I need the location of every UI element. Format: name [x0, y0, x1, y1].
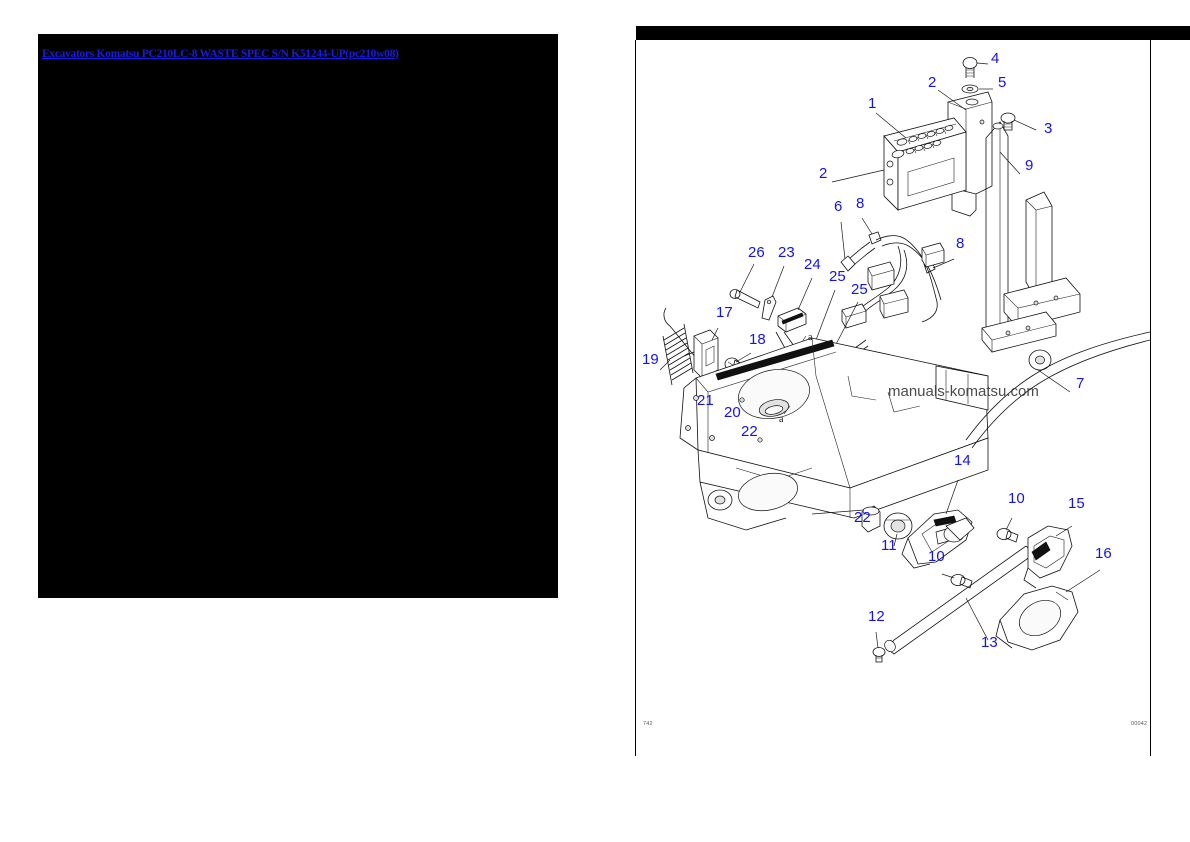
catalog-viewer-panel: Excavators Komatsu PC210LC-8 WASTE SPEC …	[38, 34, 558, 598]
callout-11: 11	[881, 537, 897, 554]
leader-17	[711, 327, 719, 341]
leader-26	[739, 263, 755, 293]
callout-26: 26	[748, 244, 765, 261]
console-switch-row-2	[891, 140, 942, 159]
diagram-border-left	[635, 40, 637, 756]
callout-5: 5	[998, 74, 1006, 91]
callout-1: 1	[868, 95, 876, 112]
part-17-bracket	[683, 329, 719, 379]
callout-9: 9	[1025, 157, 1033, 174]
callout-13: 13	[981, 634, 998, 651]
leader-18	[735, 352, 752, 363]
exploded-parts-drawing: manuals-komatsu.com 12234567889101011121…	[642, 50, 1150, 663]
part-7-hose	[965, 331, 1150, 449]
callout-19: 19	[642, 351, 659, 368]
callout-6: 6	[834, 198, 842, 215]
leader-22b	[811, 509, 865, 515]
part-22-bushing-b	[861, 505, 881, 533]
part-26-pin	[729, 289, 761, 309]
harness-connector-1	[867, 261, 895, 291]
callout-24: 24	[804, 256, 821, 273]
parts-diagram-panel: 742 00042	[632, 26, 1190, 758]
callout-number-layer: 1223456788910101112131415161718192021222…	[642, 50, 1112, 651]
part-3-bolt	[1000, 112, 1016, 131]
diagram-border-right	[1150, 40, 1152, 756]
part-15-pedal-pad	[1023, 525, 1073, 589]
harness-connector-2	[879, 289, 909, 319]
console-switch-row	[893, 123, 957, 146]
part-11-collar	[883, 512, 913, 540]
leader-8a	[861, 217, 873, 235]
part-13-shaft	[884, 517, 1035, 655]
leader-6	[840, 221, 846, 260]
leader-23	[771, 265, 785, 298]
part-6-hose	[840, 241, 876, 272]
callout-a: a	[808, 332, 813, 343]
callout-4: 4	[991, 50, 999, 67]
part-8-clamp-upper	[868, 231, 882, 245]
callout-21: 21	[697, 392, 714, 409]
callout-16: 16	[1095, 545, 1112, 562]
leader-24	[797, 277, 813, 311]
leader-12	[875, 631, 879, 649]
leader-10b	[941, 573, 955, 579]
leader-2-top	[937, 89, 967, 111]
diagram-corner-mark-left: 742	[643, 721, 653, 727]
part-16-pedal-pad	[995, 585, 1079, 651]
callout-22: 22	[741, 423, 758, 440]
callout-10: 10	[928, 548, 945, 565]
part-5-washer	[961, 84, 979, 94]
callout-12: 12	[868, 608, 885, 625]
leader-a-2	[783, 405, 791, 415]
part-1-control-console	[883, 117, 967, 211]
leader-11	[893, 533, 898, 547]
pedal-assembly	[1003, 191, 1081, 329]
callout-25: 25	[851, 281, 868, 298]
catalog-title-link[interactable]: Excavators Komatsu PC210LC-8 WASTE SPEC …	[42, 48, 399, 60]
leader-10a	[1005, 517, 1013, 531]
leader-7	[1037, 369, 1071, 393]
part-4-bolt	[962, 57, 978, 78]
leader-14	[945, 479, 959, 515]
harness-connector-4	[841, 303, 867, 329]
diagram-stage: 742 00042	[636, 40, 1150, 756]
part-10-bolt-a	[996, 528, 1019, 543]
leader-15	[1055, 525, 1073, 537]
callout-7: 7	[1076, 375, 1084, 392]
site-watermark: manuals-komatsu.com	[888, 383, 1039, 400]
leader-16	[1065, 569, 1101, 593]
callout-23: 23	[778, 244, 795, 261]
leader-9	[999, 151, 1021, 175]
leader-1	[875, 112, 907, 139]
callout-3: 3	[1044, 120, 1052, 137]
callout-a: a	[779, 414, 784, 425]
diagram-corner-mark-right: 00042	[1131, 721, 1148, 727]
callout-18: 18	[749, 331, 766, 348]
callout-15: 15	[1068, 495, 1085, 512]
leader-8b	[932, 258, 955, 269]
callout-10: 10	[1008, 490, 1025, 507]
part-23-link	[761, 295, 777, 321]
leader-25a	[815, 289, 836, 341]
callout-22: 22	[854, 509, 871, 526]
harness-connector-3	[921, 242, 945, 268]
callout-20: 20	[724, 404, 741, 421]
leader-19	[659, 359, 671, 371]
callout-2: 2	[819, 165, 827, 182]
callout-8: 8	[956, 235, 964, 252]
callout-8: 8	[856, 195, 864, 212]
callout-17: 17	[716, 304, 733, 321]
callout-14: 14	[954, 452, 971, 469]
callout-25: 25	[829, 268, 846, 285]
part-12-bolt	[872, 647, 886, 663]
part-19-spring	[662, 307, 697, 386]
part-10-bolt-b	[950, 574, 973, 589]
callout-2: 2	[928, 74, 936, 91]
diagram-header-bar	[636, 26, 1190, 40]
leader-3	[1013, 119, 1037, 131]
leader-4	[976, 62, 989, 65]
leader-13	[965, 597, 989, 641]
main-housing	[679, 311, 1057, 531]
leader-2-left	[831, 169, 885, 183]
